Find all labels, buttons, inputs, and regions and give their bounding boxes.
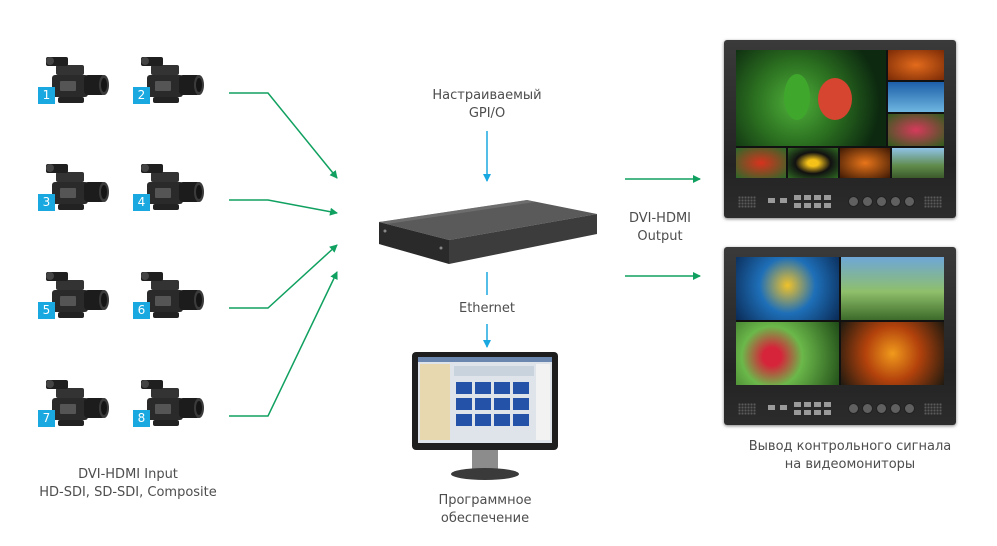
maple-leaf-image [841, 322, 944, 385]
input-arrow-3 [229, 244, 338, 309]
multiviewer-device [379, 200, 597, 264]
input-arrow-2 [229, 199, 338, 216]
video-camera-8: 8 [133, 376, 205, 432]
leaf-image [888, 50, 944, 80]
software-monitor-icon [412, 352, 558, 480]
video-camera-1: 1 [38, 53, 110, 109]
camera-number-badge: 6 [133, 302, 150, 319]
gpio-label: Настраиваемый GPI/O [412, 87, 562, 123]
input-arrow-1 [229, 92, 338, 179]
hummingbird-image [736, 322, 839, 385]
monitor-label-line1: Вывод контрольного сигнала [748, 439, 952, 454]
output-label: DVI-HDMI Output [610, 210, 710, 246]
video-camera-3: 3 [38, 160, 110, 216]
mountain-lake-image [841, 257, 944, 320]
ethernet-label: Ethernet [459, 301, 515, 316]
monitor-controls [724, 186, 956, 218]
input-label-line2: HD-SDI, SD-SDI, Composite [39, 485, 217, 500]
output-label-line1: DVI-HDMI [628, 211, 692, 226]
monitor-output-label: Вывод контрольного сигнала на видеомонит… [730, 438, 970, 474]
monitor-label-line2: на видеомониторы [784, 457, 916, 472]
flower-image [888, 114, 944, 146]
software-label-line1: Программное [438, 493, 532, 508]
landscape-image [892, 148, 944, 178]
camera-number-badge: 8 [133, 410, 150, 427]
video-camera-icon [46, 164, 109, 210]
input-label-line1: DVI-HDMI Input [78, 467, 178, 482]
bird-image [888, 82, 944, 112]
software-label: Программное обеспечение [410, 492, 560, 528]
camera-number-badge: 5 [38, 302, 55, 319]
video-camera-7: 7 [38, 376, 110, 432]
software-label-line2: обеспечение [440, 511, 530, 526]
video-camera-icon [46, 380, 109, 426]
parrots-image [736, 50, 886, 146]
macaw-image [736, 148, 786, 178]
autumn-leaf-image [840, 148, 890, 178]
camera-number-badge: 1 [38, 87, 55, 104]
video-camera-6: 6 [133, 268, 205, 324]
video-monitor-1 [724, 40, 956, 218]
input-arrow-4 [229, 271, 338, 417]
video-camera-icon [141, 164, 204, 210]
camera-number-badge: 3 [38, 194, 55, 211]
camera-number-badge: 2 [133, 87, 150, 104]
camera-number-badge: 4 [133, 194, 150, 211]
gpio-label-line1: Настраиваемый [432, 88, 542, 103]
toucan-image [788, 148, 838, 178]
video-monitor-2 [724, 247, 956, 425]
fish-image [736, 257, 839, 320]
video-camera-icon [46, 272, 109, 318]
video-camera-2: 2 [133, 53, 205, 109]
video-camera-icon [141, 272, 204, 318]
input-label: DVI-HDMI Input HD-SDI, SD-SDI, Composite [33, 466, 223, 502]
monitor-controls [724, 393, 956, 425]
video-camera-5: 5 [38, 268, 110, 324]
video-camera-icon [46, 57, 109, 103]
monitor-screen [736, 50, 944, 178]
video-camera-4: 4 [133, 160, 205, 216]
gpio-label-line2: GPI/O [468, 106, 506, 121]
camera-number-badge: 7 [38, 410, 55, 427]
monitor-screen [736, 257, 944, 385]
output-label-line2: Output [637, 229, 683, 244]
video-camera-icon [141, 380, 204, 426]
video-camera-icon [141, 57, 204, 103]
